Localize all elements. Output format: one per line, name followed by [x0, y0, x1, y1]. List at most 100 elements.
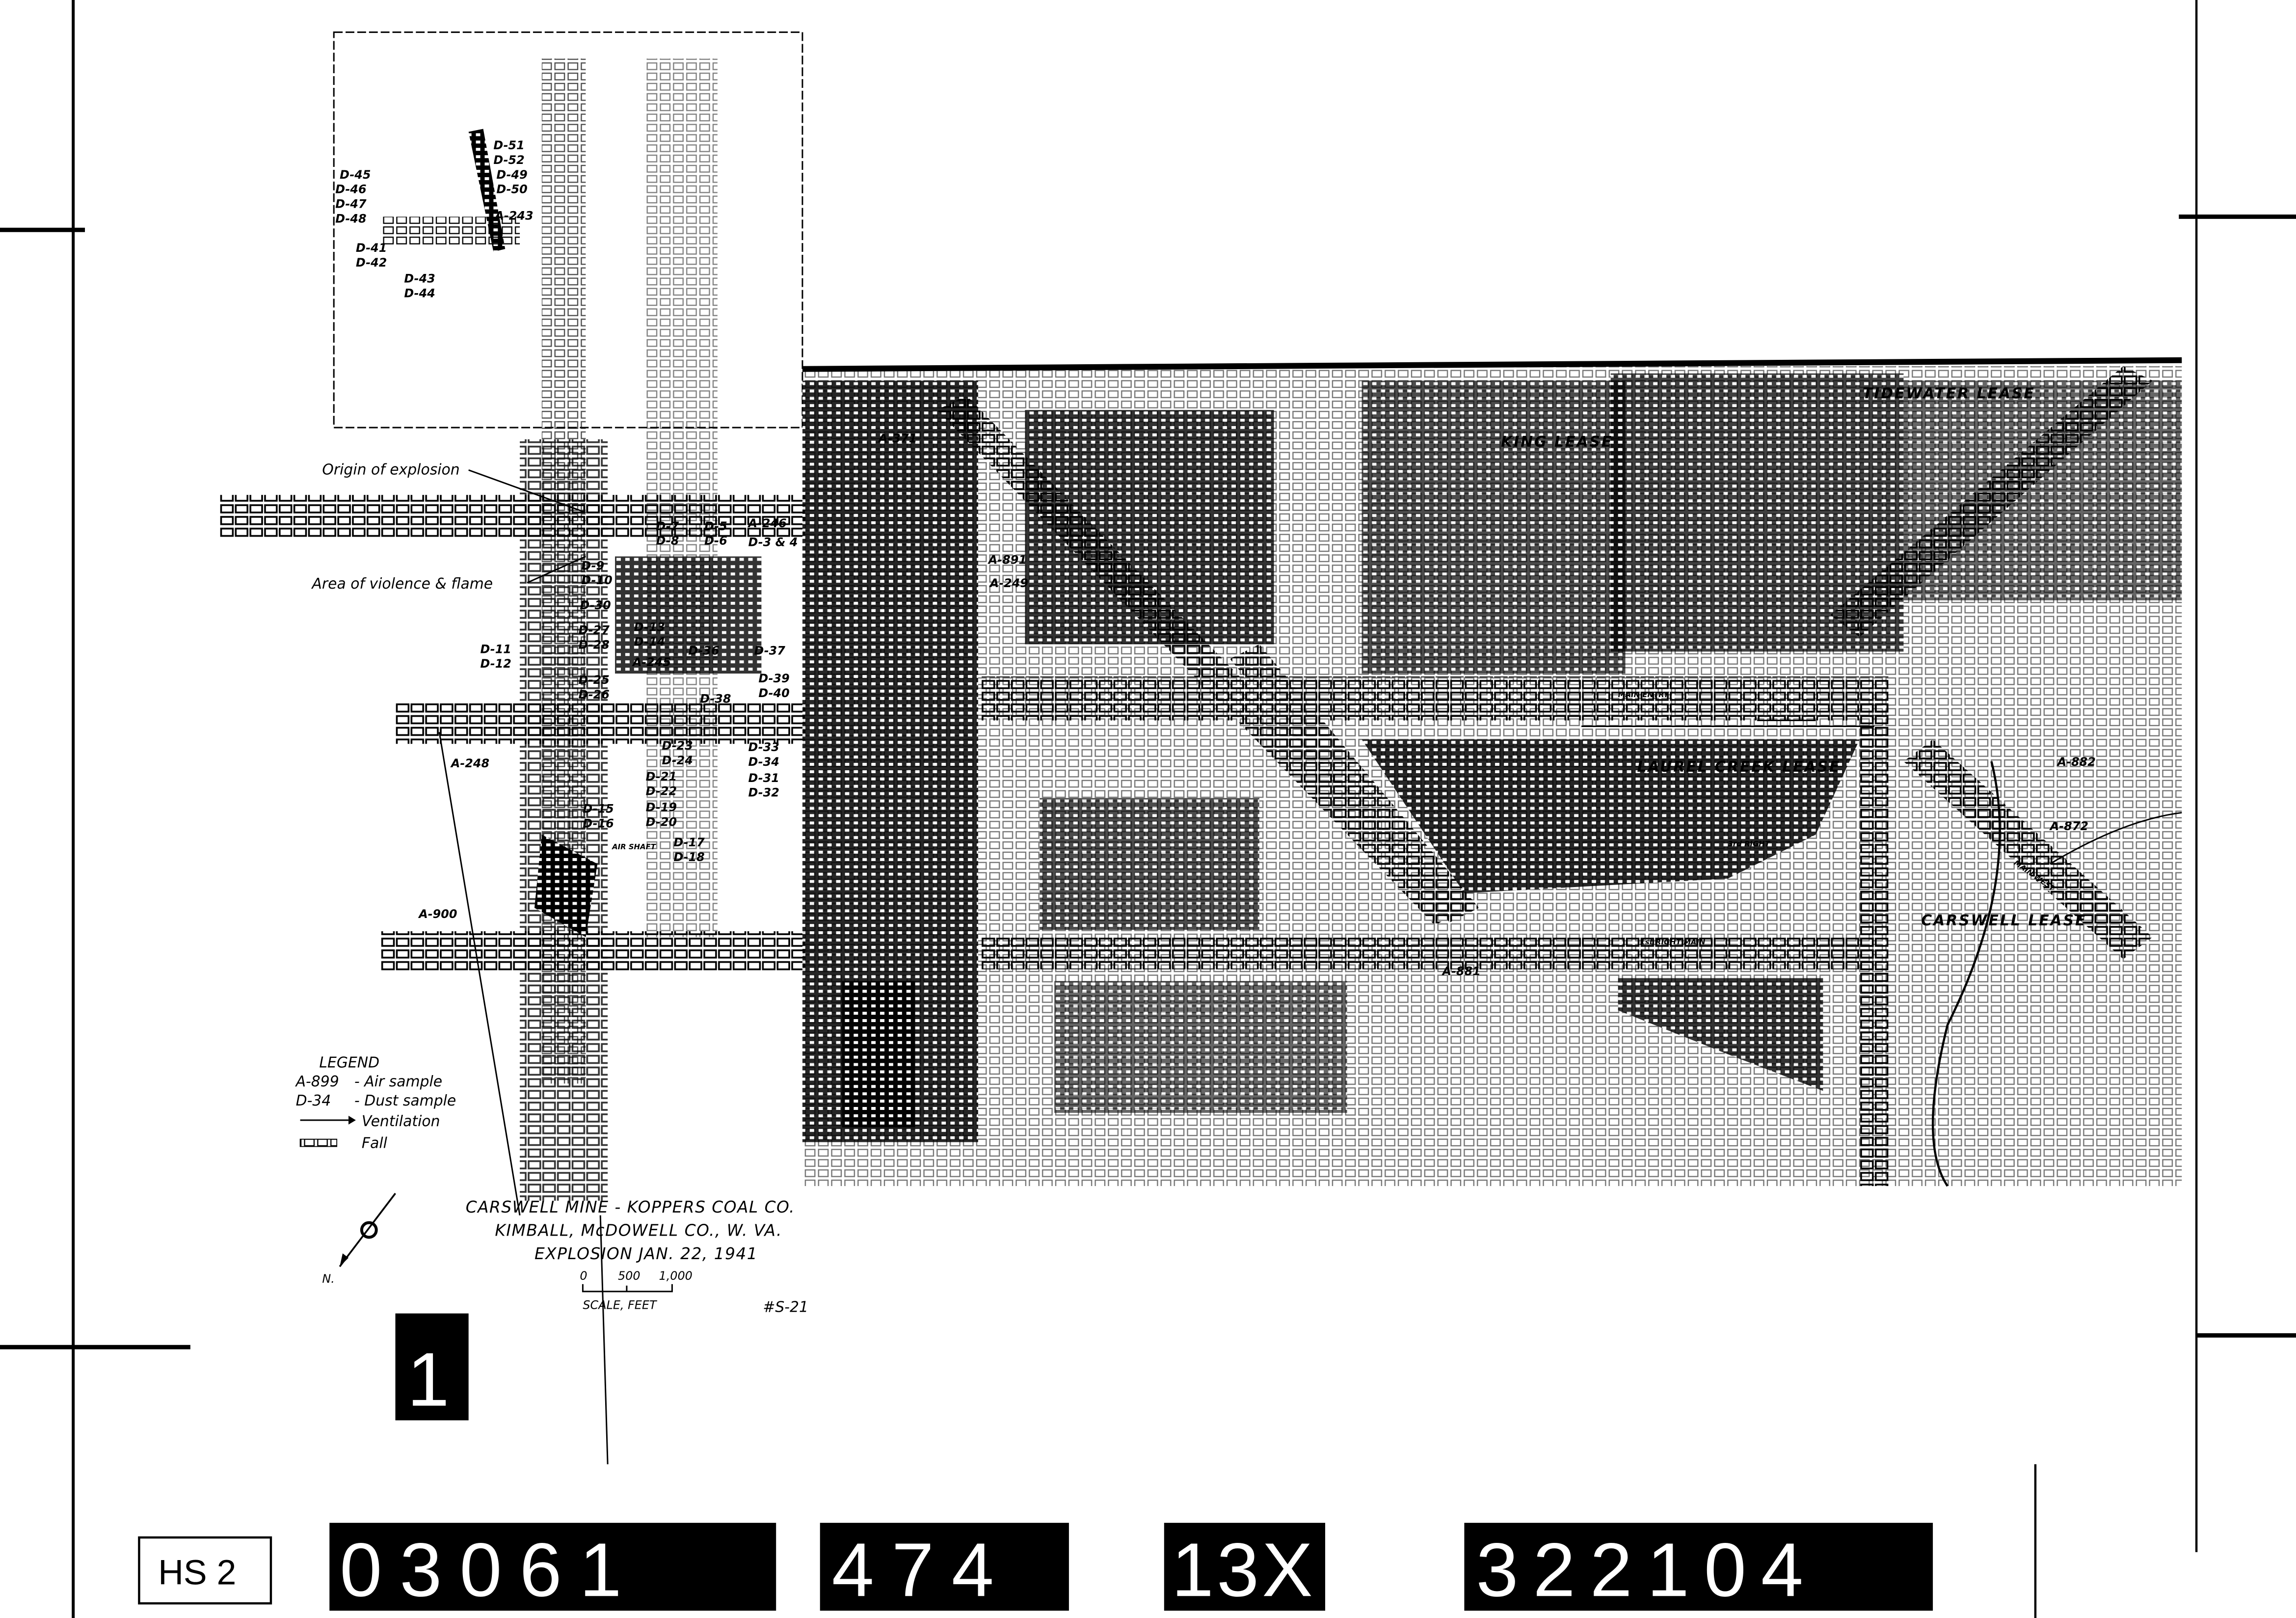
scale-tick: 500	[618, 1269, 641, 1283]
dust-sample-label: D-19	[646, 800, 677, 814]
dust-sample-label: D-32	[748, 786, 779, 800]
dust-sample-label: D-22	[646, 784, 677, 798]
origin-of-explosion-label: Origin of explosion	[322, 461, 459, 478]
dust-sample-label: D-37	[754, 644, 785, 657]
dust-sample-label: D-31	[748, 771, 779, 785]
dust-sample-label: D-43	[404, 272, 435, 286]
dust-sample-label: D-51	[493, 138, 524, 152]
code-box	[329, 1523, 776, 1611]
dust-sample-label: D-49	[496, 168, 527, 182]
area-leader-line	[527, 556, 586, 584]
dust-sample-label: D-16	[583, 816, 614, 830]
dust-sample-label: D-34	[748, 755, 779, 769]
air-sample-label: A-248	[450, 756, 489, 770]
dust-sample-label: D-41	[356, 241, 387, 255]
code-text: 03061	[340, 1527, 639, 1612]
lease-label: KING LEASE	[1501, 433, 1613, 451]
film-strip: 1 HS 2 03061 474 13X 322104	[138, 1313, 1933, 1612]
north-arrow-icon: N.	[322, 1192, 396, 1286]
legend-label: Ventilation	[362, 1113, 440, 1130]
frame-box	[395, 1313, 469, 1421]
entry-label: MAIN ENTRY	[1618, 690, 1670, 699]
origin-leader-line	[468, 469, 586, 513]
dust-sample-label: D-48	[335, 212, 366, 225]
legend-label: - Dust sample	[354, 1092, 456, 1109]
north-label: N.	[322, 1272, 334, 1286]
dust-sample-label: D-39	[758, 672, 789, 685]
lease-label: TIDEWATER LEASE	[1863, 385, 2035, 402]
air-sample-label: A-900	[418, 907, 457, 921]
dust-sample-label: D-17	[673, 836, 705, 849]
dust-sample-label: D-15	[583, 802, 614, 815]
map-date: EXPLOSION JAN. 22, 1941	[534, 1244, 758, 1263]
air-sample-label: A-371	[878, 431, 917, 445]
dust-sample-label: D-44	[404, 287, 435, 300]
legend-label: - Air sample	[354, 1073, 442, 1090]
air-sample-label: A-245	[632, 655, 671, 669]
code-text: 322104	[1476, 1527, 1818, 1612]
dust-sample-label: D-27	[578, 623, 610, 637]
entry-label: 3rd RIGHT	[1728, 839, 1770, 848]
collection-box	[138, 1536, 272, 1605]
dust-sample-label: D-33	[748, 740, 779, 754]
dust-sample-label: D-3 & 4	[748, 536, 798, 549]
scale-label: SCALE, FEET	[583, 1298, 658, 1312]
dust-sample-label: D-38	[700, 692, 731, 706]
dust-sample-label: D-40	[758, 686, 789, 700]
dust-sample-label: D-46	[335, 183, 366, 196]
code-text: 474	[832, 1527, 1012, 1612]
lease-label: CARSWELL LEASE	[1921, 912, 2086, 929]
scale-bar	[582, 1284, 673, 1293]
dust-sample-label: D-42	[356, 256, 387, 270]
collection-label: HS 2	[158, 1553, 236, 1592]
dust-sample-label: D-6	[704, 534, 727, 548]
code-box	[1464, 1523, 1933, 1611]
dust-sample-label: D-10	[581, 573, 612, 587]
air-sample-label: A-891	[988, 553, 1027, 566]
dust-sample-label: D-36	[688, 644, 719, 657]
sheet-number: #S-21	[763, 1299, 808, 1316]
dust-sample-label: D-20	[646, 815, 677, 829]
map-location: KIMBALL, McDOWELL CO., W. VA.	[495, 1221, 782, 1240]
legend-symbol: D-34	[296, 1092, 331, 1109]
dust-sample-label: D-11	[481, 642, 511, 656]
air-sample-label: A-881	[1442, 965, 1481, 978]
code-box	[820, 1523, 1069, 1611]
dust-sample-label: D-24	[662, 754, 693, 767]
dust-sample-label: D-9	[581, 559, 604, 572]
fall-hatch-icon	[299, 1138, 338, 1147]
dust-sample-label: D-13	[634, 620, 665, 634]
lease-label: LAUREL CREEK LEASE	[1637, 758, 1841, 776]
dust-sample-label: D-52	[493, 153, 524, 167]
dust-sample-label: D-14	[634, 635, 665, 648]
air-sample-label: A-246	[748, 516, 787, 530]
legend-label: Fall	[362, 1135, 388, 1152]
legend-symbol: A-899	[295, 1073, 339, 1090]
code-box	[1164, 1523, 1325, 1611]
dust-sample-label: D-45	[340, 168, 371, 182]
dust-sample-label: D-28	[578, 638, 609, 651]
west-entries	[219, 439, 805, 1215]
dust-sample-label: D-12	[481, 657, 511, 671]
dust-sample-label: D-23	[662, 739, 693, 753]
air-sample-label: A-249	[989, 576, 1028, 590]
dust-sample-label: D-47	[335, 197, 367, 211]
legend-heading: LEGEND	[319, 1054, 379, 1071]
dust-sample-label: D-30	[580, 598, 611, 612]
title-block: CARSWELL MINE - KOPPERS COAL CO. KIMBALL…	[466, 1198, 808, 1316]
dust-sample-label: D-18	[673, 850, 704, 864]
dust-sample-label: D-7	[656, 519, 679, 533]
scale-tick: 1,000	[659, 1269, 693, 1283]
air-sample-label: A-872	[2049, 819, 2088, 833]
legend: LEGEND A-899 - Air sample D-34 - Dust sa…	[295, 1054, 456, 1152]
entry-label: 1st RIGHT MAIN	[1640, 938, 1706, 946]
dust-sample-label: D-21	[646, 770, 677, 783]
scale-tick: 0	[580, 1269, 587, 1283]
dust-sample-label: D-50	[496, 183, 527, 196]
air-sample-labels: A-891 A-249 A-248 A-900 A-881 A-882 A-87…	[418, 209, 2096, 978]
map-title: CARSWELL MINE - KOPPERS COAL CO.	[466, 1198, 795, 1216]
arrow-icon	[300, 1115, 356, 1125]
dust-sample-label: D-25	[578, 673, 609, 687]
main-workings	[802, 357, 2182, 1187]
